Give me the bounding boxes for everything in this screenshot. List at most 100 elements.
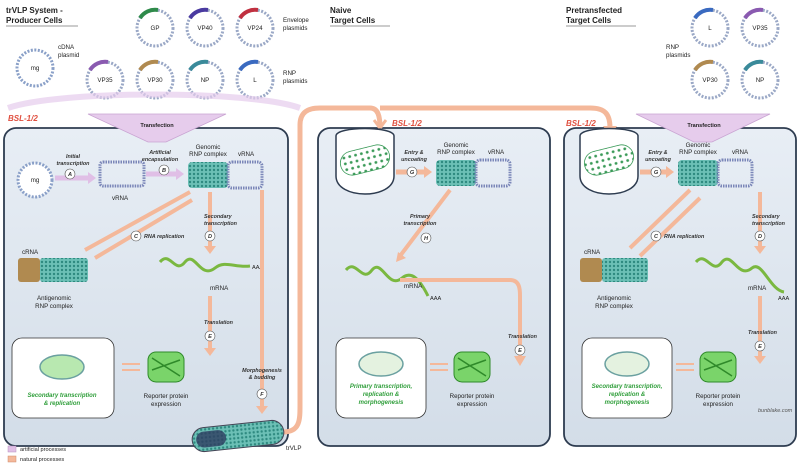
trvlp-label: trVLP — [286, 445, 301, 452]
header-naive-line2: Target Cells — [330, 16, 376, 25]
secondary-transcription-line2: transcription — [752, 221, 786, 227]
step-e-right: E — [754, 340, 766, 352]
plasmid-label: VP35 — [97, 77, 113, 84]
polya-label: AAA — [430, 296, 441, 302]
equals-arrow — [430, 363, 448, 371]
plasmid-label: NP — [756, 77, 765, 84]
mg-plasmid-in-cell: mg — [16, 161, 54, 199]
vrna-label: vRNA — [238, 151, 255, 158]
reporter-protein-middle — [453, 351, 491, 383]
step-c: C — [130, 230, 142, 242]
legend: artificial processes natural processes — [7, 445, 66, 463]
arrow-head — [88, 172, 96, 184]
genomic-rnp-complex-middle — [436, 158, 512, 188]
plasmid-label: GP — [151, 25, 160, 32]
antigenomic-rnp-complex-right — [580, 258, 648, 282]
polya-label: AAA — [252, 265, 263, 271]
plasmid-label: mg — [31, 65, 40, 72]
step-letter: G — [654, 170, 659, 176]
transfection-label: Transfection — [687, 123, 721, 129]
transfection-funnel-left: Transfection — [87, 113, 227, 143]
legend-artificial-swatch — [7, 445, 17, 453]
dish-text-line2: replication & — [363, 392, 399, 398]
genomic-rnp-line1: Genomic — [444, 142, 469, 149]
step-e-middle: E — [514, 344, 526, 356]
cdna-label-line2: plasmid — [58, 52, 80, 59]
arrow-head — [514, 356, 526, 366]
dish-middle: Primary transcription, replication & mor… — [335, 337, 427, 419]
signature: bunblake.com — [758, 408, 793, 414]
translation-label: Translation — [204, 320, 234, 326]
trvlp-particle — [191, 419, 285, 453]
transfer-arrow-to-pretransfected — [380, 105, 613, 129]
genomic-rnp-line1: Genomic — [686, 142, 711, 149]
reporter-line1: Reporter protein — [450, 393, 495, 400]
plasmid-vp24: VP24 — [235, 7, 275, 48]
equals-arrow — [676, 363, 694, 371]
transfer-arrow-to-naive — [282, 105, 383, 435]
arrow-rna-replication-back — [93, 198, 194, 260]
arrow-head — [754, 356, 766, 364]
bsl-left: BSL-1/2 — [8, 114, 38, 123]
header-pretransfected-line1: Pretransfected — [566, 6, 622, 15]
plasmid-right-vp30: VP30 — [690, 59, 730, 100]
arrow-head — [372, 119, 388, 129]
plasmid-gp: GP — [135, 7, 175, 48]
envelope-label-line2: plasmids — [283, 25, 307, 32]
reporter-line2: expression — [457, 401, 487, 408]
genomic-rnp-line2: RNP complex — [189, 151, 228, 158]
initial-transcription-line1: Initial — [66, 154, 81, 160]
vrna-label: vRNA — [488, 149, 505, 156]
step-letter: H — [424, 236, 429, 242]
rnp-label-line1: RNP — [283, 70, 296, 77]
mrna-strand — [344, 265, 430, 297]
morphogenesis-line1: Morphogenesis — [242, 368, 282, 374]
dish-text-line1: Secondary transcription, — [592, 384, 663, 390]
plasmid-vp40: VP40 — [185, 7, 225, 48]
reporter-line2: expression — [703, 401, 733, 408]
plasmid-right-np: NP — [740, 59, 780, 100]
plasmid-label: VP24 — [247, 25, 263, 32]
antigenomic-line1: Antigenomic — [37, 295, 71, 302]
antigenomic-rnp-complex — [18, 258, 88, 282]
vrna-coil — [98, 160, 146, 188]
mrna-strand — [158, 257, 251, 273]
step-d: D — [204, 230, 216, 242]
dish-text-line1: Primary transcription, — [350, 384, 413, 390]
cdna-label-line1: cDNA — [58, 44, 75, 51]
translation-label: Translation — [748, 330, 778, 336]
vrna-label: vRNA — [732, 149, 749, 156]
step-letter: G — [410, 170, 415, 176]
primary-transcription-line2: transcription — [404, 221, 438, 227]
plasmid-l: L — [235, 59, 275, 100]
reporter-protein — [147, 351, 185, 383]
genomic-rnp-line2: RNP complex — [437, 149, 476, 156]
step-letter: E — [518, 348, 522, 354]
step-letter: B — [162, 168, 166, 174]
rna-replication-label: RNA replication — [664, 234, 705, 240]
arrow-head — [204, 246, 216, 254]
step-letter: C — [134, 234, 139, 240]
step-c-right: C — [650, 230, 662, 242]
step-letter: D — [208, 234, 212, 240]
genomic-rnp-line1: Genomic — [196, 144, 221, 151]
primary-transcription-line1: Primary — [410, 214, 431, 220]
dish-text-line3: morphogenesis — [359, 400, 404, 406]
bsl-right: BSL-1/2 — [566, 119, 596, 128]
reporter-line1: Reporter protein — [144, 393, 189, 400]
dish-text-line2: & replication — [44, 401, 81, 407]
transfection-swoosh — [7, 91, 302, 111]
step-d-right: D — [754, 230, 766, 242]
entry-line2: uncoating — [645, 157, 671, 163]
step-e: E — [204, 330, 216, 342]
secondary-transcription-line1: Secondary — [204, 214, 233, 220]
legend-natural-swatch — [7, 455, 17, 463]
step-a: A — [64, 168, 76, 180]
header-pretransfected-line2: Target Cells — [566, 16, 612, 25]
plasmid-label: VP30 — [702, 77, 718, 84]
step-letter: C — [654, 234, 659, 240]
translation-label: Translation — [508, 334, 538, 340]
plasmid-right-vp35: VP35 — [740, 7, 780, 48]
